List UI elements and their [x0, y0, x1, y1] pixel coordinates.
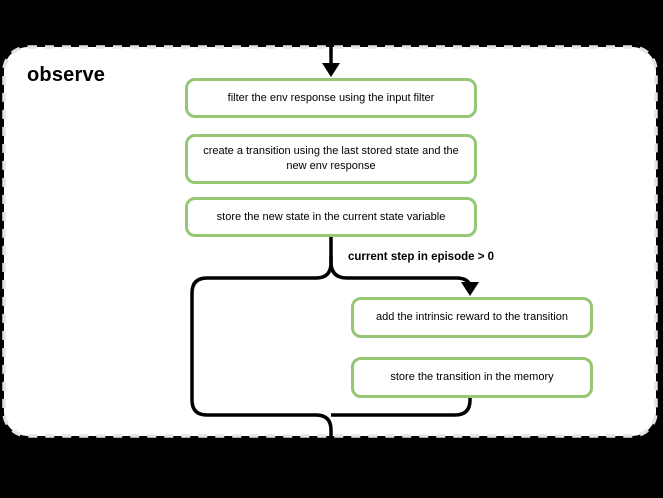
- node-label: filter the env response using the input …: [227, 91, 435, 104]
- node-label: add the intrinsic reward to the transiti…: [376, 311, 568, 324]
- node-create-transition: create a transition using the last store…: [185, 134, 477, 184]
- node-store-transition: store the transition in the memory: [351, 357, 593, 398]
- node-filter-env-response: filter the env response using the input …: [185, 78, 477, 118]
- connector-bypass-loop: [190, 237, 333, 461]
- node-store-new-state: store the new state in the current state…: [185, 197, 477, 237]
- node-label: create a transition using the last store…: [203, 145, 459, 172]
- condition-label: current step in episode > 0: [348, 251, 495, 263]
- node-add-intrinsic-reward: add the intrinsic reward to the transiti…: [351, 297, 593, 338]
- connector-merge-line: [331, 398, 472, 417]
- arrowhead-down-icon: [461, 282, 479, 296]
- node-label: store the transition in the memory: [390, 371, 554, 384]
- arrowhead-down-icon: [322, 63, 340, 77]
- group-title: observe: [27, 64, 106, 86]
- node-label: store the new state in the current state…: [216, 210, 446, 223]
